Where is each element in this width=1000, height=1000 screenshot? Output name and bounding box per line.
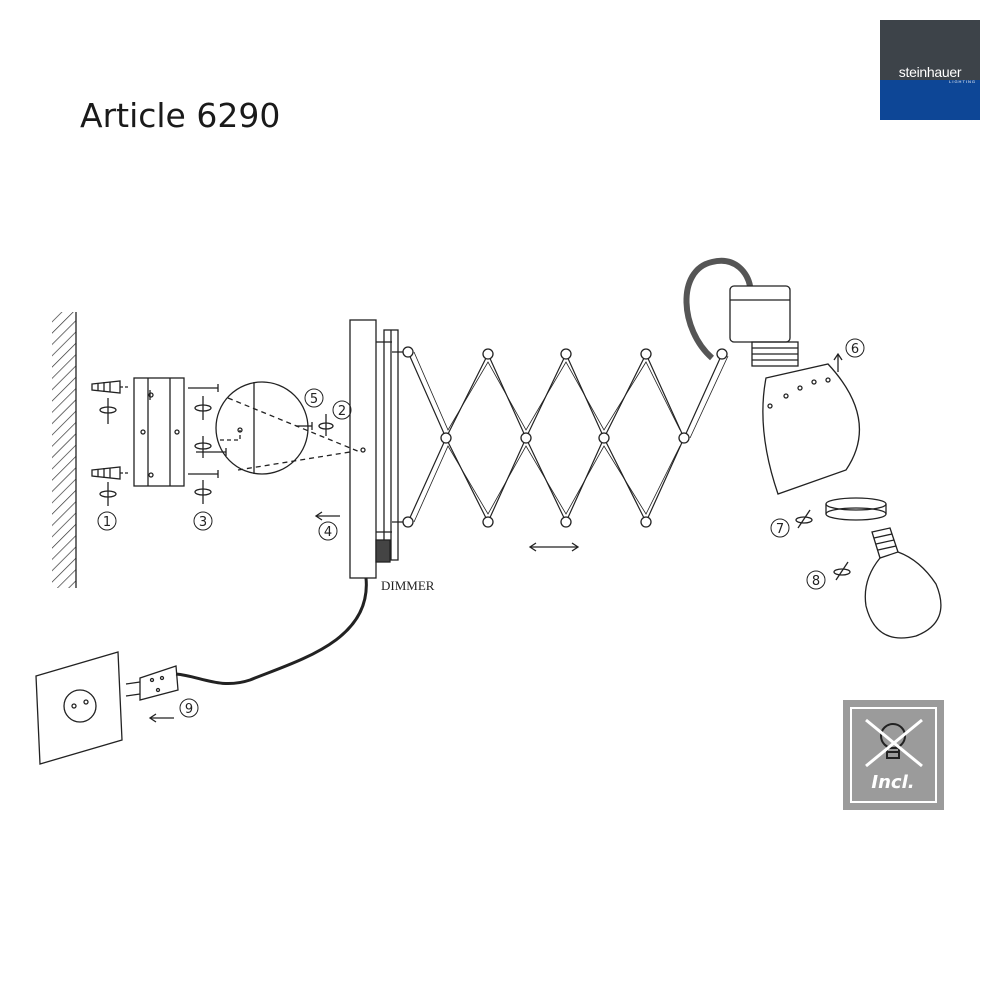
rotate-arrow-icon (99, 482, 117, 506)
step-marker: 7 (770, 518, 790, 538)
detail-magnifier (215, 381, 361, 475)
wall-plug (91, 466, 128, 480)
bulb-icon (880, 723, 906, 759)
svg-text:6: 6 (851, 342, 859, 357)
step-marker: 4 (318, 521, 338, 541)
screw (188, 384, 219, 392)
svg-text:9: 9 (185, 702, 193, 717)
rotate-arrow-icon (795, 509, 813, 529)
power-cable (175, 577, 368, 686)
svg-text:2: 2 (338, 404, 346, 419)
left-arrow-icon (148, 713, 174, 723)
svg-text:4: 4 (324, 525, 332, 540)
svg-text:3: 3 (199, 515, 207, 530)
light-bulb (864, 527, 942, 639)
logo-bottom-panel (880, 80, 980, 120)
rotate-arrow-icon (194, 396, 212, 420)
left-arrow-icon (314, 511, 340, 521)
step-marker: 3 (193, 511, 213, 531)
svg-text:1: 1 (103, 515, 111, 530)
wall-plug (91, 380, 128, 394)
screw (188, 470, 219, 478)
screw (196, 448, 227, 456)
step-marker: 9 (179, 698, 199, 718)
logo-wordmark: steinhauer (898, 64, 962, 80)
bulb-included-badge: Incl. (843, 700, 944, 810)
incl-label: Incl. (871, 772, 914, 793)
lamp-shade (762, 363, 861, 495)
up-arrow-icon (833, 352, 843, 372)
dimmer-label: DIMMER (381, 578, 435, 593)
logo-top-panel (880, 20, 980, 80)
shade-ring (825, 497, 887, 521)
power-plug (125, 665, 179, 701)
cross-icon (865, 718, 923, 768)
scissor-arm-pivots (402, 346, 728, 528)
lamp-socket (729, 285, 799, 367)
wall-plate (349, 319, 399, 579)
logo-subtext: LIGHTING (949, 79, 976, 84)
step-marker: 8 (806, 570, 826, 590)
rotate-arrow-icon (833, 561, 851, 581)
svg-text:5: 5 (310, 392, 318, 407)
step-marker: 5 (304, 388, 324, 408)
step-marker: 6 (845, 338, 865, 358)
wall (52, 312, 77, 588)
svg-text:8: 8 (812, 574, 820, 589)
brand-logo: steinhauer LIGHTING (880, 20, 980, 120)
lamp-cable-loop (683, 257, 753, 361)
svg-text:7: 7 (776, 522, 784, 537)
step-marker: 2 (332, 400, 352, 420)
scissor-arm (392, 351, 729, 524)
step-marker: 1 (97, 511, 117, 531)
rotate-arrow-icon (99, 398, 117, 424)
mounting-bracket (133, 377, 185, 487)
double-arrow-icon (528, 542, 580, 552)
rotate-arrow-icon (194, 480, 212, 504)
page-title: Article 6290 (80, 96, 281, 135)
wall-socket (35, 651, 123, 765)
rotate-arrow-icon (194, 436, 212, 458)
